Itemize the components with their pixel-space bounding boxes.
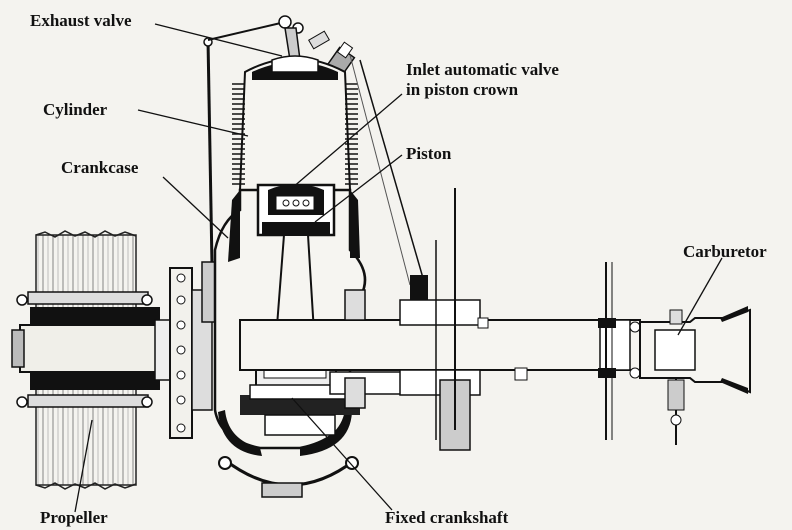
leader-inlet-valve bbox=[291, 93, 403, 189]
leader-crankcase bbox=[162, 176, 229, 239]
label-piston: Piston bbox=[406, 144, 452, 163]
shaft-extension bbox=[399, 188, 528, 451]
label-crankcase: Crankcase bbox=[61, 158, 139, 177]
carburetor bbox=[639, 306, 751, 445]
leader-propeller bbox=[74, 419, 93, 513]
leader-cylinder bbox=[137, 109, 249, 137]
label-fixed-crankshaft: Fixed crankshaft bbox=[385, 508, 509, 527]
piston bbox=[256, 183, 336, 237]
control-rod-2 bbox=[349, 54, 411, 286]
label-inlet-valve-line2: in piston crown bbox=[406, 80, 519, 99]
leader-piston bbox=[314, 154, 403, 223]
leader-lines bbox=[74, 23, 723, 513]
leader-exhaust-valve bbox=[154, 23, 283, 57]
cylinder bbox=[232, 55, 358, 191]
label-exhaust-valve: Exhaust valve bbox=[30, 11, 132, 30]
cooling-fins bbox=[232, 83, 358, 185]
label-inlet-valve: Inlet automatic valve in piston crown bbox=[406, 60, 559, 100]
label-inlet-valve-line1: Inlet automatic valve bbox=[406, 60, 559, 79]
label-cylinder: Cylinder bbox=[43, 100, 108, 119]
label-propeller: Propeller bbox=[40, 508, 108, 527]
control-rod bbox=[359, 59, 426, 286]
label-carburetor: Carburetor bbox=[683, 242, 767, 261]
propeller bbox=[11, 230, 166, 490]
induction-pipe bbox=[598, 262, 641, 440]
valve-gear bbox=[207, 15, 330, 61]
leader-fixed-crankshaft bbox=[291, 397, 393, 511]
leader-carburetor bbox=[677, 257, 723, 336]
